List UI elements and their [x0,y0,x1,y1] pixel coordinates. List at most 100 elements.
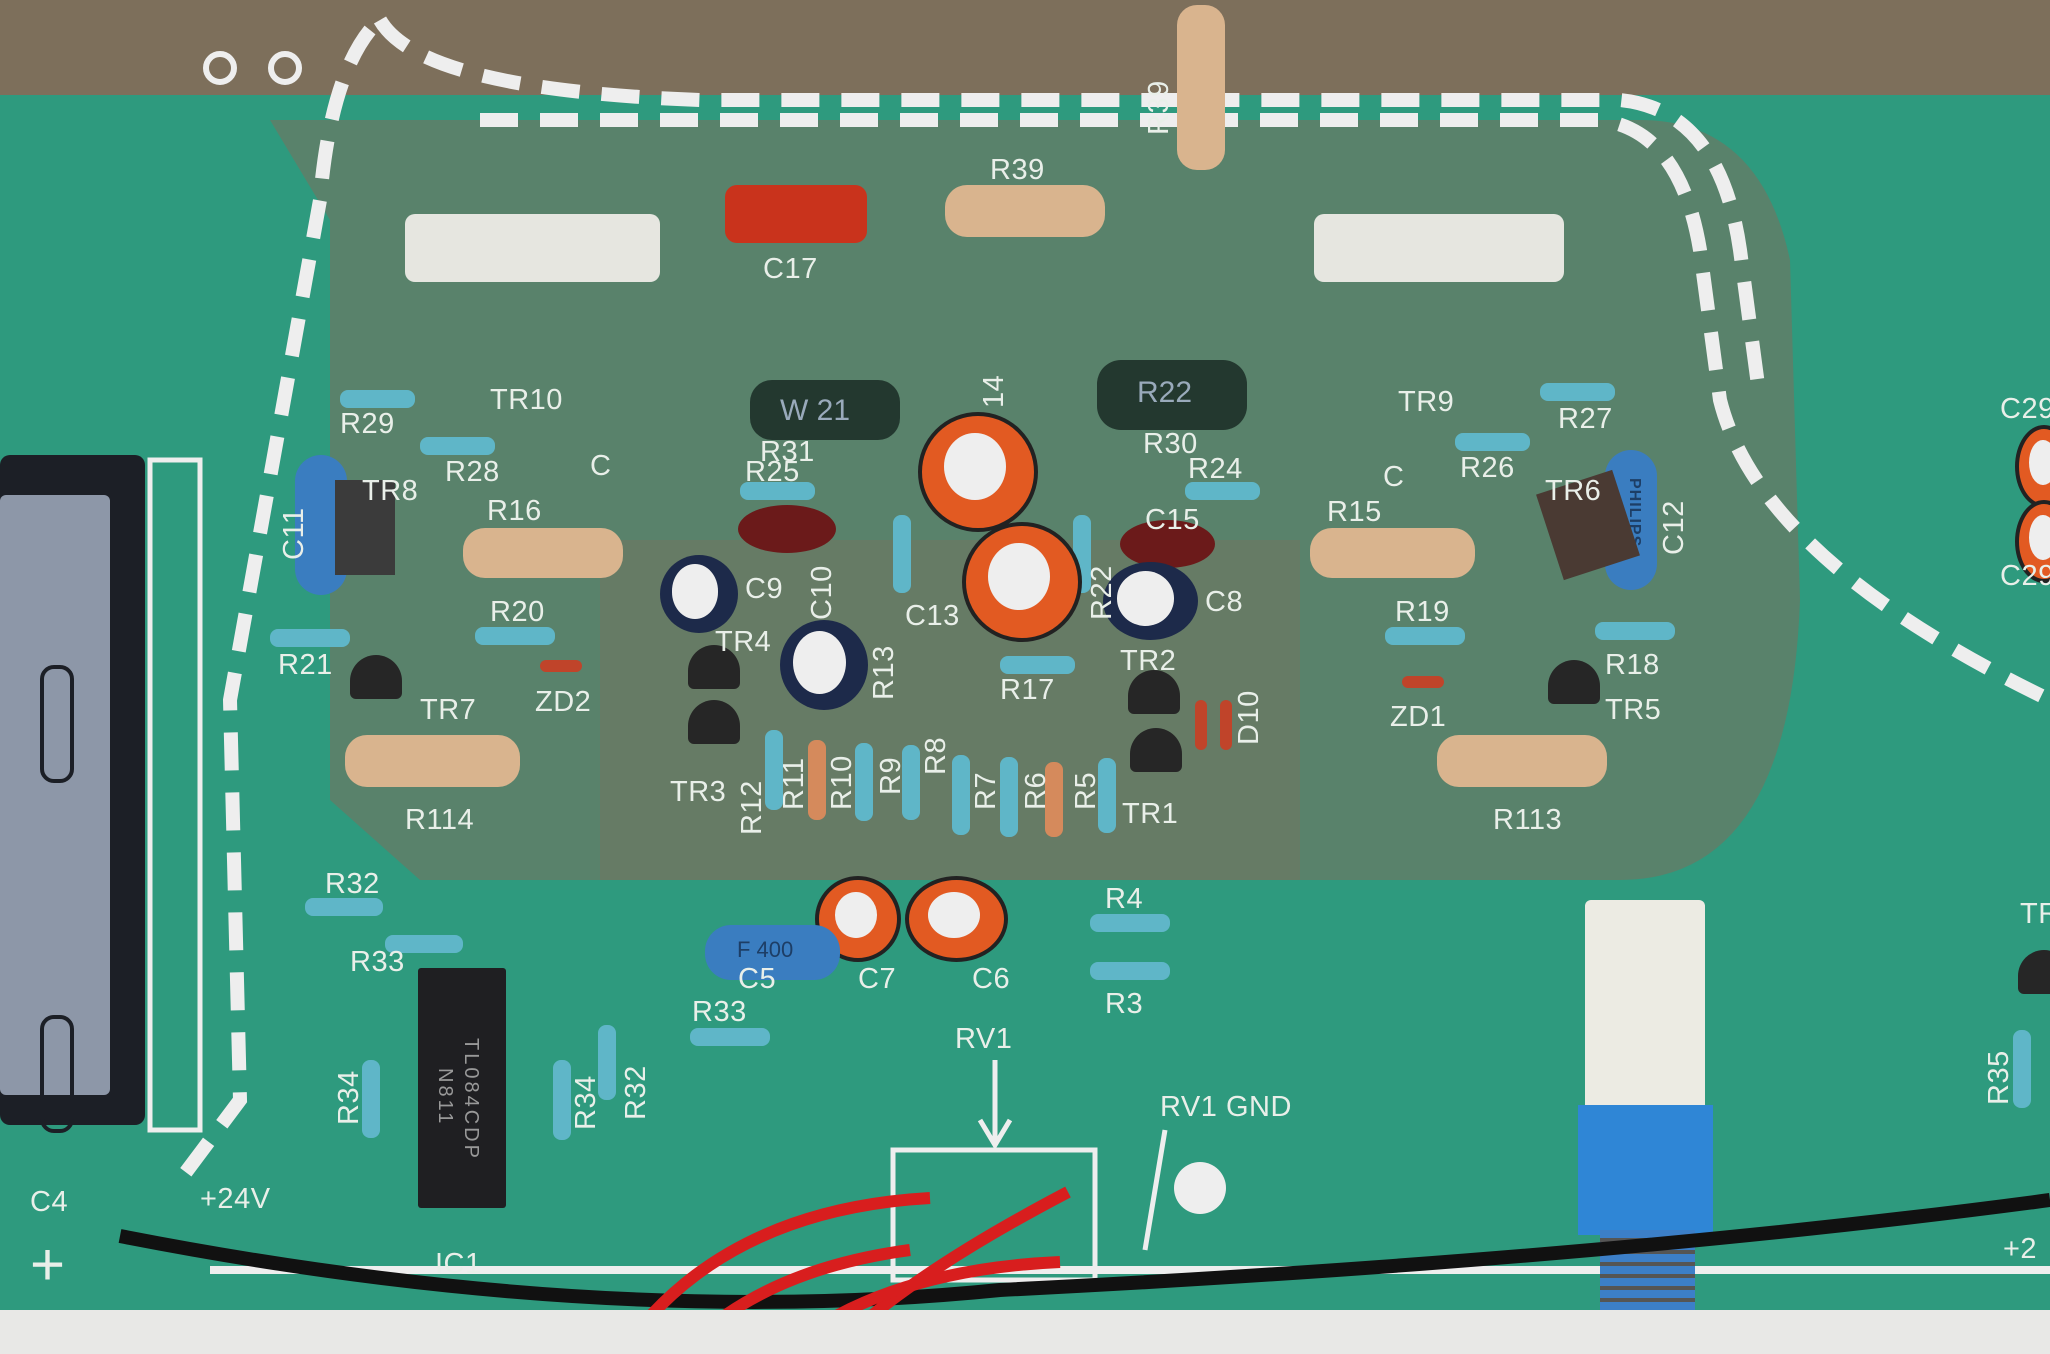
label-plus-24v: +24V [200,1183,271,1215]
resistor-r26 [1425,433,1560,451]
label-r28: R28 [445,456,500,488]
label-r27: R27 [1558,403,1613,435]
resistor-r7 [1000,757,1018,837]
resistor-r31: W 21 [750,380,900,440]
label-r39: R39 [990,154,1045,186]
label-r33: R33 [350,946,405,978]
label-r7: R7 [970,771,1002,810]
label-c7: C7 [858,963,897,995]
capacitor-c13 [962,522,1082,642]
label-c5: C5 [738,963,777,995]
label-r16: R16 [487,495,542,527]
label-r4: R4 [1105,883,1144,915]
capacitor-c8 [1103,562,1198,640]
resistor-r5 [1098,758,1116,833]
capacitor-c17 [725,185,867,243]
resistor-r28 [390,437,525,455]
resistor-r34-lower [553,1060,571,1140]
resistor-r34 [362,1060,380,1138]
resistor-r15 [1280,528,1505,578]
wires [118,1186,2050,1310]
label-tr-edge: TR [2020,898,2050,930]
label-tr3: TR3 [670,776,727,808]
trimmer-potentiometer[interactable] [1585,900,1705,1115]
label-r34: R34 [333,1070,365,1125]
label-r33-lower: R33 [692,996,747,1028]
label-r3: R3 [1105,988,1144,1020]
label-c11: C11 [278,507,310,560]
transistor-tr3 [688,700,740,744]
label-tr8: TR8 [362,475,419,507]
label-r32: R32 [325,868,380,900]
ic1-chip: TL084CDP N811 [418,968,506,1208]
label-tr2: TR2 [1120,645,1177,677]
resistor-r33-lower [660,1028,800,1046]
label-plus: + [30,1231,66,1298]
label-r6: R6 [1020,771,1052,810]
label-r20: R20 [490,596,545,628]
resistor-r25 [710,482,845,500]
label-tr10: TR10 [490,384,563,416]
large-capacitor-c4 [0,455,145,1133]
resistor-r6 [1045,762,1063,837]
resistor-r4 [1060,914,1200,932]
label-r13: R13 [868,645,900,700]
label-ic1: IC1 [435,1248,482,1280]
resistor-r30: R22 [1097,360,1247,430]
resistor-r3 [1060,962,1200,980]
resistor-r16 [433,528,653,578]
label-c29: C29 [2000,393,2050,425]
label-r31: R31 [760,436,815,468]
label-rv1-gnd: RV1 GND [1160,1091,1292,1123]
diode-zd1 [1372,676,1474,688]
label-r18: R18 [1605,649,1660,681]
label-tr6: TR6 [1545,475,1602,507]
label-plus-2: +2 [2003,1233,2038,1265]
diode-d10 [1195,700,1207,750]
label-zd1: ZD1 [1390,701,1447,733]
label-r24: R24 [1188,453,1243,485]
capacitor-c25 [738,505,836,553]
capacitor-c14 [918,412,1038,532]
label-c12: C12 [1658,500,1690,555]
r30-marking: R22 [1137,376,1193,409]
capacitor-c15 [1120,520,1215,568]
resistor-r32-lower [598,1025,616,1100]
label-r10: R10 [826,755,858,810]
resistor-r39-vertical [1177,5,1225,170]
label-r25: R25 [745,456,800,488]
board-slot [405,214,660,282]
label-c-right: C [1383,461,1405,493]
label-r114: R114 [405,804,475,836]
resistor-r32 [275,898,413,916]
capacitor-c6 [905,876,1008,962]
capacitor-c10 [780,620,868,710]
capacitor-c5: F 400 [705,925,840,980]
label-r29: R29 [340,408,395,440]
transistor-tr1 [1130,728,1182,772]
label-tr9: TR9 [1398,386,1455,418]
label-r5: R5 [1070,771,1102,810]
pcb-board: W 21 R22 PHILIPS F 400 [0,0,2050,1310]
resistor-r13 [893,515,911,593]
label-r39-vertical: R39 [1143,80,1175,135]
resistor-r35 [2013,1030,2031,1108]
label-r21: R21 [278,649,333,681]
resistor-r20 [445,627,585,645]
transistor-tr4 [688,645,740,689]
label-c6: C6 [972,963,1011,995]
resistor-r113 [1407,735,1637,787]
label-r26: R26 [1460,452,1515,484]
label-r34-lower: R34 [570,1075,602,1130]
label-r15: R15 [1327,496,1382,528]
transistor-tr8 [335,480,395,575]
c5-marking: F 400 [737,937,794,962]
resistor-r11 [808,740,826,820]
label-zd2: ZD2 [535,686,592,718]
resistor-r9 [902,745,920,820]
resistor-r33 [355,935,493,953]
resistor-r19 [1355,627,1495,645]
label-c-left: C [590,450,612,482]
label-r9: R9 [875,756,907,795]
resistor-r114 [315,735,550,787]
